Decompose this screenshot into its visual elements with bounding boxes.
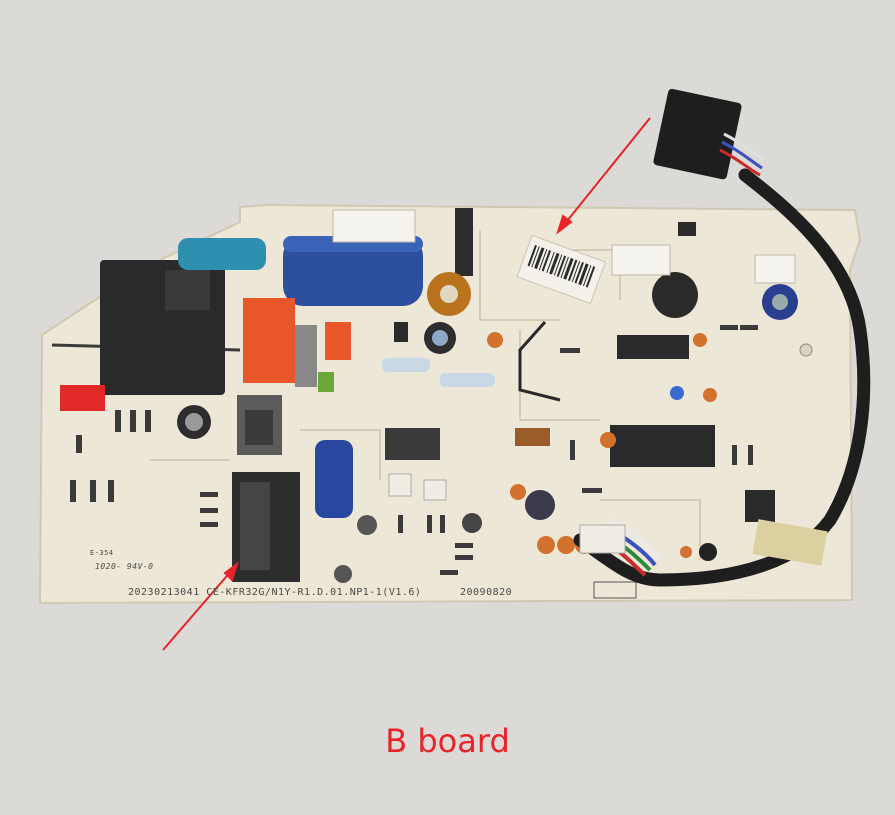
top-arrow bbox=[562, 117, 651, 227]
caption: B board bbox=[385, 722, 510, 760]
board-code-text: 20230213041 CE-KFR32G/N1Y-R1.D.01.NP1-1(… bbox=[128, 587, 422, 598]
ic-chip-1 bbox=[617, 335, 689, 359]
x-capacitor bbox=[178, 238, 266, 270]
top-connector bbox=[332, 209, 416, 243]
harness-connector bbox=[653, 88, 742, 180]
bottom-arrow bbox=[162, 569, 233, 651]
main-capacitor bbox=[283, 236, 423, 306]
board-date-text: 20090820 bbox=[460, 587, 513, 598]
rating-mark-text: 1020- 94V-0 bbox=[95, 562, 154, 571]
buzzer bbox=[652, 272, 698, 318]
ic-chip-2 bbox=[610, 425, 715, 467]
ul-mark-text: E-354 bbox=[90, 549, 114, 557]
